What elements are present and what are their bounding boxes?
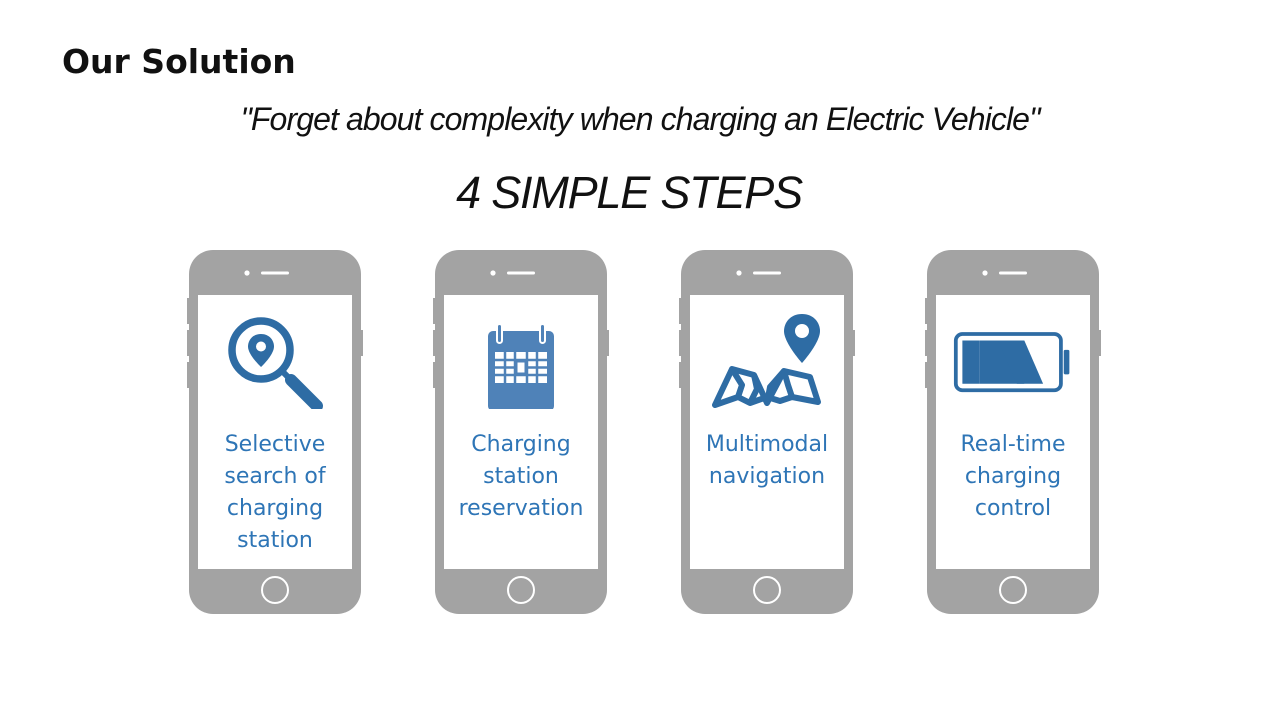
step-label-3: Multimodal navigation	[705, 432, 829, 489]
tagline: "Forget about complexity when charging a…	[240, 101, 1040, 137]
calendar-icon	[488, 323, 554, 409]
phone-screen: Real-time charging control	[936, 295, 1090, 569]
phone-step-2: Charging station reservation	[433, 250, 609, 614]
phone-step-3: Multimodal navigation	[679, 250, 855, 614]
phone-screen: Selective search of charging station	[198, 295, 352, 569]
phone-screen: Charging station reservation	[444, 295, 598, 569]
phone-step-4: Real-time charging control	[925, 250, 1101, 614]
phone-screen: Multimodal navigation	[690, 295, 844, 569]
headline: 4 SIMPLE STEPS	[456, 167, 803, 218]
map-pin-icon	[712, 314, 821, 408]
step-label-1: Selective search of charging station	[224, 432, 326, 553]
slide-title: Our Solution	[62, 42, 296, 81]
step-label-4: Real-time charging control	[960, 432, 1066, 521]
phone-step-1: Selective search of charging station	[187, 250, 363, 614]
battery-icon	[953, 332, 1070, 393]
search-location-icon	[228, 317, 323, 409]
step-label-2: Charging station reservation	[458, 432, 584, 521]
